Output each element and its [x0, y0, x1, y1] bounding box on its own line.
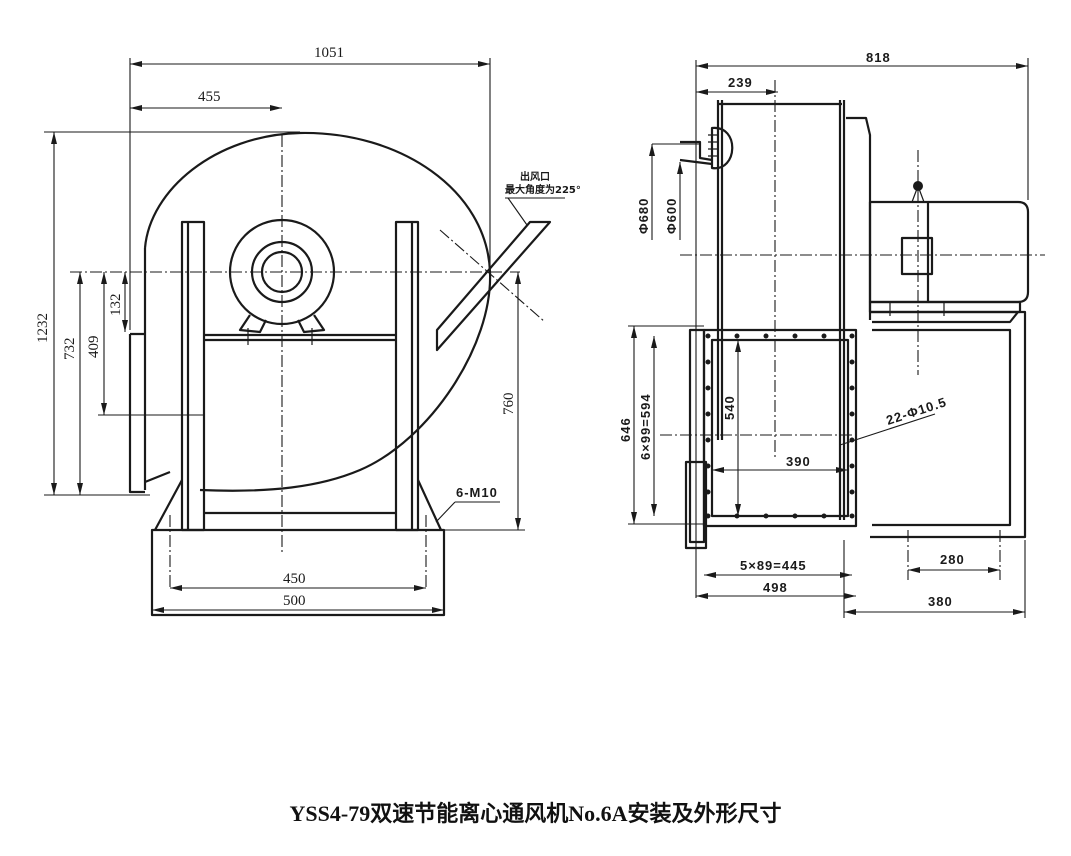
dim-450: 450 [283, 571, 306, 587]
front-view: 1051 455 1232 732 409 132 760 450 [35, 45, 581, 617]
dim-380: 380 [928, 594, 953, 609]
dim-132: 132 [108, 294, 124, 317]
bolt-holes [705, 333, 855, 519]
dim-760: 760 [501, 393, 517, 416]
drawing-title: YSS4-79双速节能离心通风机No.6A安装及外形尺寸 [289, 801, 782, 826]
note-6-M10: 6-M10 [456, 485, 498, 500]
dim-1051: 1051 [314, 45, 344, 61]
dim-540: 540 [722, 395, 737, 420]
inlet-collar [710, 126, 734, 170]
dim-732: 732 [62, 338, 78, 361]
outlet-flange [702, 328, 858, 528]
frame-post-left [180, 220, 206, 532]
outlet-duct [128, 248, 147, 494]
frame-post-right [394, 220, 420, 532]
outlet-note-line1: 出风口 [520, 170, 550, 183]
dim-390: 390 [786, 454, 811, 469]
dim-409: 409 [86, 336, 102, 359]
dim-646: 646 [618, 417, 633, 442]
volute-casing [143, 131, 492, 492]
dim-phi600: Φ600 [664, 198, 679, 234]
dim-498: 498 [763, 580, 788, 595]
note-22-phi10-5: 22-Φ10.5 [884, 394, 948, 428]
dim-5x89-445: 5×89=445 [740, 558, 807, 573]
terminal-box [900, 236, 934, 276]
dim-280: 280 [940, 552, 965, 567]
dim-phi680: Φ680 [636, 198, 651, 234]
dim-500: 500 [283, 593, 306, 609]
dim-455: 455 [198, 89, 221, 105]
dim-6x99-594: 6×99=594 [638, 393, 653, 460]
motor-body [868, 200, 930, 304]
dim-239: 239 [728, 75, 753, 90]
outlet-note-line2: 最大角度为225° [505, 183, 581, 196]
base-plate [150, 528, 446, 617]
dim-1232: 1232 [35, 313, 51, 343]
outlet-blade [435, 220, 552, 352]
dim-818: 818 [866, 50, 891, 65]
side-view: 818 239 Φ680 Φ600 646 6×99=594 540 390 [618, 50, 1045, 618]
